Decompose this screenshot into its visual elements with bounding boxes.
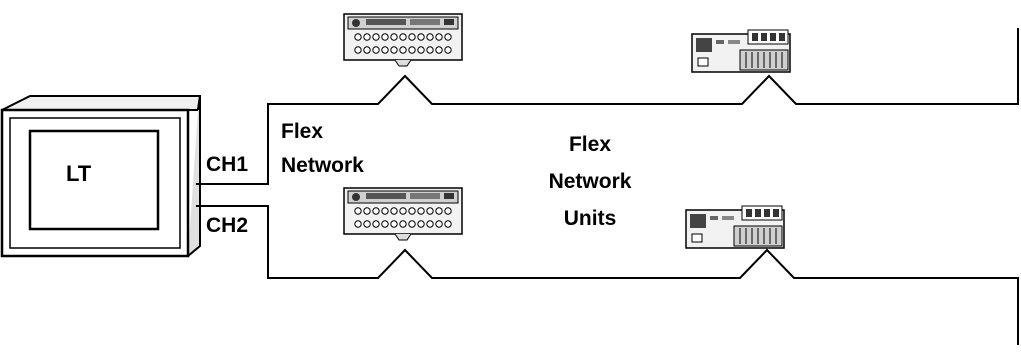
lt-label: LT bbox=[66, 161, 92, 186]
units-label-line1: Flex bbox=[568, 133, 612, 156]
ch2-network-line bbox=[196, 205, 1019, 345]
lt-display-panel bbox=[0, 95, 202, 258]
flex-network-label-line1: Flex bbox=[281, 120, 324, 143]
units-label-line3: Units bbox=[563, 207, 617, 230]
ch1-label: CH1 bbox=[206, 153, 249, 176]
ch1-network-line bbox=[196, 28, 1019, 185]
units-label-line2: Network bbox=[548, 170, 632, 193]
ch1-unit-2 bbox=[691, 29, 791, 73]
flex-network-label-line2: Network bbox=[281, 154, 364, 177]
ch2-label: CH2 bbox=[206, 214, 249, 237]
ch2-unit-2 bbox=[685, 205, 785, 249]
lt-screen bbox=[28, 129, 160, 231]
ch1-unit-1 bbox=[343, 13, 463, 67]
ch2-unit-1 bbox=[343, 187, 463, 241]
